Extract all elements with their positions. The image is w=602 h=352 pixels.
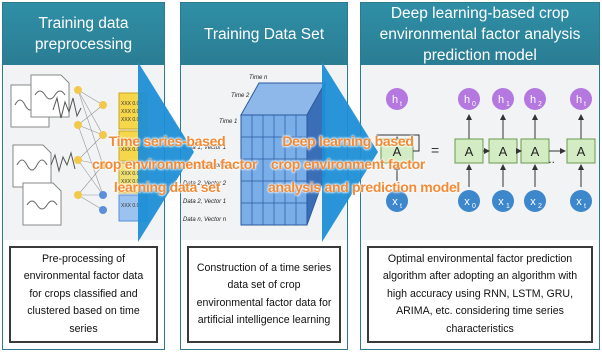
flow-arrow-2 bbox=[322, 62, 378, 242]
rnn-cell-label: A bbox=[465, 144, 474, 159]
output-node bbox=[524, 88, 546, 110]
overlay-right: Deep learning based crop environment fac… bbox=[268, 130, 461, 199]
document-icon bbox=[30, 74, 70, 118]
flow-arrow-1 bbox=[138, 62, 194, 242]
input-node bbox=[386, 190, 408, 212]
input-label: x bbox=[464, 196, 470, 208]
input-node bbox=[492, 190, 514, 212]
model-description: Optimal environmental factor prediction … bbox=[367, 246, 593, 343]
time-label: Time 2 bbox=[231, 93, 250, 99]
input-subscript: 2 bbox=[538, 203, 542, 210]
output-label: h bbox=[576, 94, 582, 106]
input-label: x bbox=[498, 196, 504, 208]
dataset-description: Construction of a time series data set o… bbox=[187, 246, 341, 343]
input-label: x bbox=[576, 196, 582, 208]
overlay-left-line: Time series-based bbox=[108, 133, 226, 149]
document-icon bbox=[22, 182, 62, 226]
cell-value: XXX 0.01 bbox=[121, 117, 142, 123]
overlay-right-line: Deep learning based bbox=[282, 133, 414, 149]
output-node bbox=[386, 88, 408, 110]
input-subscript: t bbox=[584, 203, 586, 210]
output-node bbox=[492, 88, 514, 110]
row-label: Data 2, Vector 2 bbox=[183, 163, 227, 169]
rnn-cell-label: A bbox=[577, 144, 586, 159]
output-node bbox=[458, 88, 480, 110]
data-cube bbox=[240, 81, 326, 226]
rnn-cell-label: A bbox=[531, 144, 540, 159]
model-title: Deep learning-based crop environmental f… bbox=[361, 3, 599, 65]
input-label: x bbox=[530, 196, 536, 208]
dataset-panel: Training Data Set bbox=[180, 2, 348, 350]
output-subscript: 2 bbox=[538, 101, 542, 108]
input-subscript: t bbox=[400, 203, 402, 210]
row-label: Data 1, Vector 1 bbox=[183, 145, 226, 151]
cell-value: XXX 0.02 bbox=[121, 203, 142, 209]
output-subscript: t bbox=[584, 101, 586, 108]
input-subscript: 1 bbox=[506, 203, 510, 210]
overlay-right-line: crop environment factor bbox=[270, 156, 426, 172]
preprocessing-panel: Training data preprocessing bbox=[2, 2, 165, 350]
output-node bbox=[570, 88, 592, 110]
cell-value: XXX 0.02 bbox=[121, 109, 142, 115]
overlay-right-line: analysis and prediction model bbox=[268, 179, 461, 195]
time-label: Time 1 bbox=[219, 119, 237, 125]
cell-value: XXX 0.02 bbox=[121, 171, 142, 177]
dataset-illustration: Time n Time 2 Time 1 Data 1, Vector 1 Da… bbox=[181, 65, 347, 240]
preprocessing-description: Pre-processing of environmental factor d… bbox=[9, 246, 158, 343]
cell-value: XXX 0.01 bbox=[121, 179, 142, 185]
output-subscript: 1 bbox=[506, 101, 510, 108]
waveform-icon bbox=[50, 96, 82, 173]
output-label: h bbox=[530, 94, 536, 106]
input-node bbox=[458, 190, 480, 212]
overlay-left-line: crop environmental factor bbox=[92, 156, 258, 172]
rnn-cell-label: A bbox=[499, 144, 508, 159]
equals-sign: = bbox=[431, 142, 439, 158]
cell-value: XXX 0.03 bbox=[121, 147, 142, 153]
rnn-loop-cell: A h t x t bbox=[376, 88, 420, 212]
overlay-left: Time series-based crop environmental fac… bbox=[92, 130, 258, 199]
network-nodes bbox=[74, 86, 107, 214]
cell-value: XXX 0.04 bbox=[121, 101, 142, 107]
row-label: Data 2, Vector 1 bbox=[183, 199, 226, 205]
input-node bbox=[524, 190, 546, 212]
time-label: Time n bbox=[249, 75, 268, 81]
network-connections bbox=[77, 89, 104, 211]
preprocessing-title: Training data preprocessing bbox=[3, 3, 164, 65]
overlay-left-line: learning data set bbox=[113, 179, 221, 195]
output-subscript: t bbox=[400, 101, 402, 108]
row-label: Data 2, Vector 2 bbox=[183, 181, 227, 187]
ellipsis: ... bbox=[545, 152, 555, 166]
rnn-cell-label: A bbox=[393, 144, 402, 159]
document-icon bbox=[12, 144, 52, 188]
row-label: Data n, Vector n bbox=[183, 217, 227, 223]
output-label: h bbox=[392, 94, 398, 106]
model-panel: Deep learning-based crop environmental f… bbox=[360, 2, 600, 350]
output-subscript: 0 bbox=[472, 101, 476, 108]
input-subscript: 0 bbox=[472, 203, 476, 210]
input-node bbox=[570, 190, 592, 212]
output-label: h bbox=[498, 94, 504, 106]
input-label: x bbox=[392, 196, 398, 208]
cell-value: XXX 0.02 bbox=[121, 139, 142, 145]
output-label: h bbox=[464, 94, 470, 106]
dataset-title: Training Data Set bbox=[181, 3, 347, 65]
